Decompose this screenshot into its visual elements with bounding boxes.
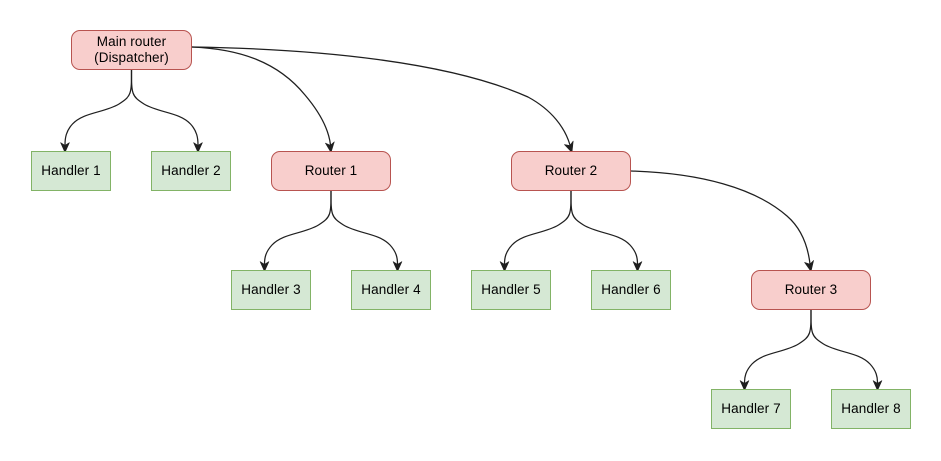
node-handler-1[interactable]: Handler 1 (31, 151, 111, 191)
edge-main-to-handler-1 (60, 69, 133, 153)
edge-main-to-router-2-line (191, 46, 571, 146)
node-label-main-router: Main router (Dispatcher) (94, 33, 169, 65)
node-handler-8[interactable]: Handler 8 (831, 389, 911, 429)
node-label-handler-6: Handler 6 (601, 281, 661, 297)
node-handler-3[interactable]: Handler 3 (231, 270, 311, 310)
node-label-router-1: Router 1 (304, 162, 358, 178)
edge-router-3-to-handler-7-line (743, 309, 812, 384)
node-label-router-3: Router 3 (784, 281, 838, 297)
node-router-3[interactable]: Router 3 (751, 270, 871, 310)
node-handler-7[interactable]: Handler 7 (711, 389, 791, 429)
edge-main-to-router-1 (191, 46, 335, 153)
edge-main-to-handler-1-line (64, 69, 133, 146)
node-router-2[interactable]: Router 2 (511, 151, 631, 191)
edge-router-1-to-handler-4-line (330, 190, 399, 265)
edge-router-2-to-router-3-line (630, 170, 811, 265)
node-handler-6[interactable]: Handler 6 (591, 270, 671, 310)
edge-router-1-to-handler-3 (259, 190, 332, 272)
edge-router-3-to-handler-8-line (810, 309, 879, 384)
edge-main-to-router-2 (191, 46, 574, 153)
edge-router-1-to-handler-3-line (263, 190, 332, 265)
node-handler-4[interactable]: Handler 4 (351, 270, 431, 310)
edge-router-2-to-handler-5-line (503, 190, 572, 265)
node-label-handler-4: Handler 4 (361, 281, 421, 297)
edge-router-2-to-handler-6-line (570, 190, 639, 265)
node-label-handler-8: Handler 8 (841, 400, 901, 416)
edge-main-to-handler-2-line (130, 69, 199, 146)
node-handler-5[interactable]: Handler 5 (471, 270, 551, 310)
edge-router-3-to-handler-7 (739, 309, 812, 391)
node-main-router[interactable]: Main router (Dispatcher) (71, 30, 192, 70)
edge-router-1-to-handler-4 (330, 190, 403, 272)
node-label-handler-2: Handler 2 (161, 162, 221, 178)
node-label-handler-1: Handler 1 (41, 162, 101, 178)
edge-router-3-to-handler-8 (810, 309, 883, 391)
edge-router-2-to-handler-6 (570, 190, 643, 272)
node-router-1[interactable]: Router 1 (271, 151, 391, 191)
node-label-router-2: Router 2 (544, 162, 598, 178)
node-label-handler-5: Handler 5 (481, 281, 541, 297)
edge-main-to-handler-2 (130, 69, 203, 153)
edge-main-to-router-1-line (191, 46, 332, 146)
node-handler-2[interactable]: Handler 2 (151, 151, 231, 191)
node-label-handler-3: Handler 3 (241, 281, 301, 297)
edge-router-2-to-router-3 (630, 170, 814, 272)
edge-router-2-to-handler-5 (499, 190, 572, 272)
node-label-handler-7: Handler 7 (721, 400, 781, 416)
